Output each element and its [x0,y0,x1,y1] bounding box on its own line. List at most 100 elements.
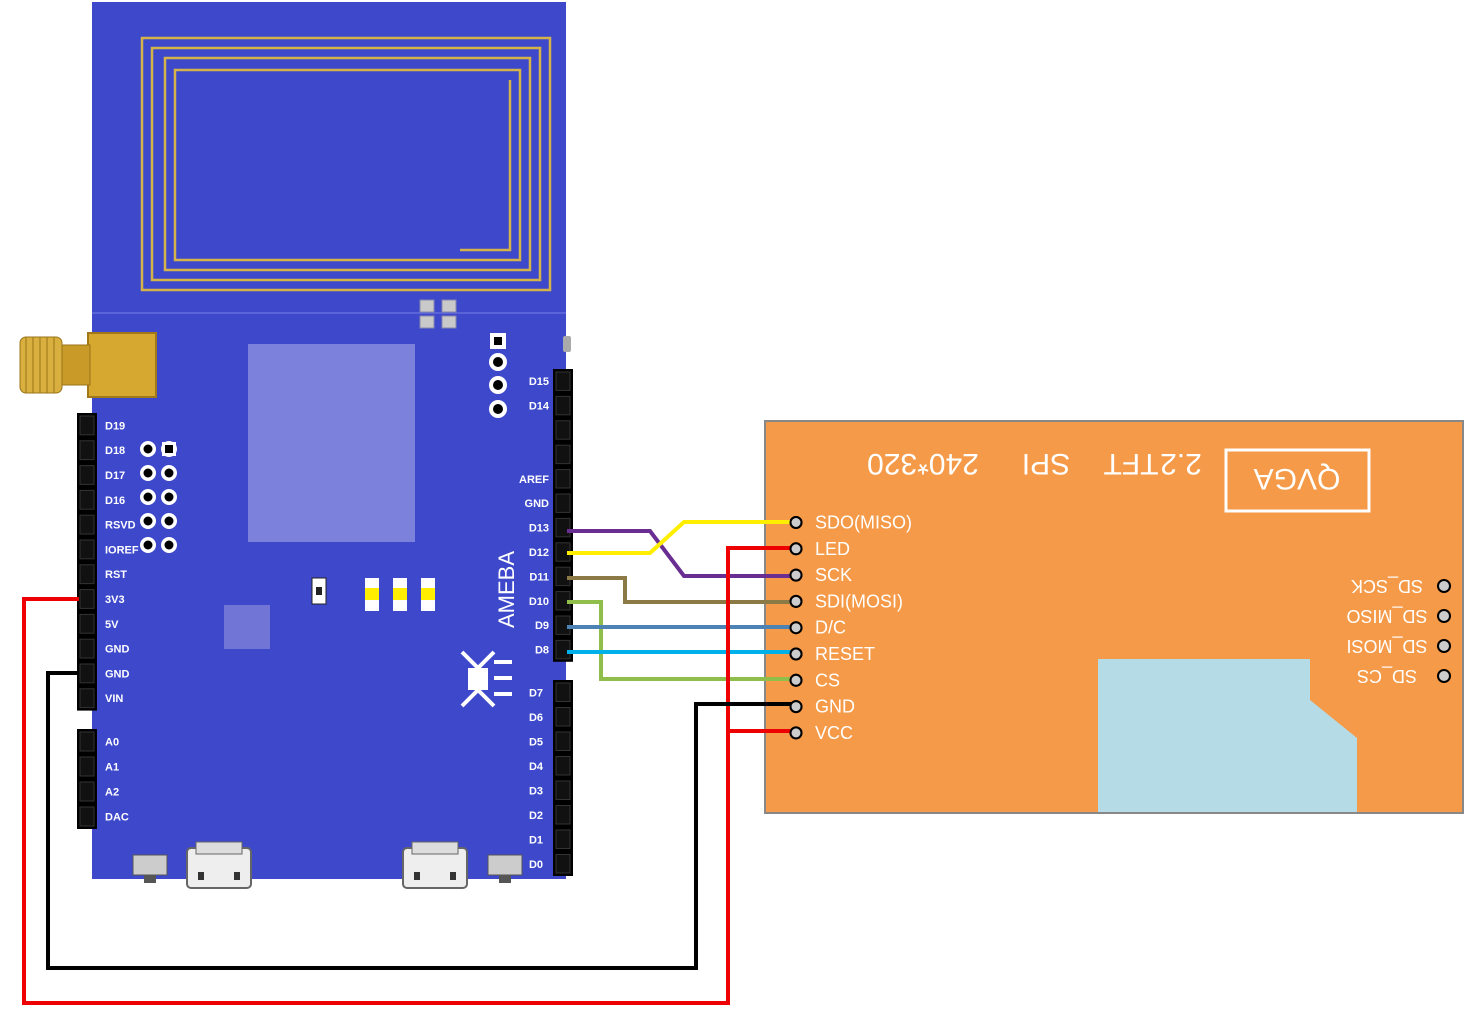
header-socket [555,444,571,465]
tft-pin-cap-cs [789,673,803,687]
wires [22,516,803,1005]
header-socket [555,469,571,489]
tft-pin-cap-sck [789,568,803,582]
header-socket [79,806,95,827]
icsp-pin-hole [493,357,503,367]
tft-title-2-2: 2.2 [1160,447,1202,480]
pin-dot-hole [143,540,153,550]
tft-pin-label-sdi-mosi: SDI(MOSI) [815,591,903,611]
pin-label-d12: D12 [529,547,549,559]
pin-label-d19: D19 [105,420,125,432]
tft-screen [1098,659,1357,812]
tft-pin-label-sck: SCK [815,565,852,585]
ic-chip [224,605,270,649]
icsp-pin-hole [493,380,503,390]
wire-gnd-to-gnd [46,671,792,970]
icsp-header [489,333,507,418]
header-socket [79,781,95,802]
tft-pin-cap-sdo-miso [789,516,803,529]
header-socket [555,829,571,849]
tft-pin-label-led: LED [815,539,850,559]
header-socket [555,780,571,800]
header-socket [79,415,95,436]
ameba-board: AMEBA D19D18D17D16RSVDIOREFRST3V35VGNDGN… [19,2,573,889]
header-socket [79,514,95,535]
pin-dot-square-hole [165,445,173,453]
header-socket [555,731,571,751]
header-socket [79,638,95,659]
header-socket [79,465,95,485]
antenna-pads [419,299,457,329]
pin-label-rsvd: RSVD [105,520,136,532]
pin-label-d1: D1 [529,834,543,846]
wire-d12-to-sdo-miso [567,520,792,555]
pin-label-d8: D8 [535,645,549,657]
pin-label-dac: DAC [105,812,129,824]
tft-pin-label-reset: RESET [815,644,875,664]
pin-label-5v: 5V [105,619,119,631]
pin-label-gnd: GND [105,668,130,680]
tft-pin-cap-gnd [789,700,803,714]
pin-label-d11: D11 [529,571,549,583]
tft-pin-cap-led [789,542,803,556]
pin-label-a1: A1 [105,762,119,774]
pin-label-d10: D10 [529,596,549,608]
sd-pin-sd-sck [1437,579,1451,593]
tft-pin-cap-d-c [789,621,803,635]
pin-dot-hole [143,516,153,526]
pin-label-a2: A2 [105,787,119,799]
pin-dot-hole [164,468,174,478]
wifi-module [248,344,415,542]
sd-pin-label-sd-mosi: SD_MOSI [1346,635,1427,656]
pin-label-ioref: IOREF [105,544,139,556]
tft-title-spi: SPI [1022,447,1070,480]
header-strip [553,680,573,876]
header-socket [79,688,95,709]
sd-pin-label-sd-sck: SD_SCK [1351,575,1423,596]
icsp-pin-hole [493,404,503,414]
header-socket [79,613,95,634]
header-socket [555,639,571,660]
header-socket [79,564,95,585]
header-socket [79,756,95,777]
header-socket [79,489,95,510]
wire-d13-to-sck [567,529,792,578]
pin-label-3v3: 3V3 [105,594,125,606]
tft-pin-label-gnd: GND [815,697,855,717]
pin-dot-hole [164,516,174,526]
header-socket [555,395,571,416]
tft-pin-cap-reset [789,647,803,661]
pin-dot-hole [143,444,153,454]
pin-dot-hole [143,468,153,478]
usb-connectors [132,336,571,889]
header-strip [553,369,573,662]
tft-pin-cap-vcc [789,726,803,740]
wire-d10-to-cs [567,600,792,681]
pin-label-aref: AREF [519,474,549,486]
leds [365,578,435,611]
tft-pin-label-sdo-miso: SDO(MISO) [815,513,912,533]
pin-dot-hole [164,492,174,502]
pin-label-d4: D4 [529,761,544,773]
header-socket [79,663,95,684]
qvga-badge-frame [1224,448,1371,513]
wire-d11-to-sdi-mosi [567,576,792,604]
pin-label-d2: D2 [529,810,543,822]
header-socket [79,731,95,752]
tft-pin-label-cs: CS [815,670,840,690]
nfc-antenna [140,36,552,292]
pin-label-vin: VIN [105,693,123,705]
header-strip [77,413,97,711]
pin-label-d5: D5 [529,736,543,748]
header-socket [79,440,95,461]
pin-label-rst: RST [105,569,127,581]
pin-label-d13: D13 [529,523,549,535]
tft-title-240-320: 240*320 [867,447,979,480]
ameba-logo-icon [460,650,512,708]
header-socket [555,707,571,727]
